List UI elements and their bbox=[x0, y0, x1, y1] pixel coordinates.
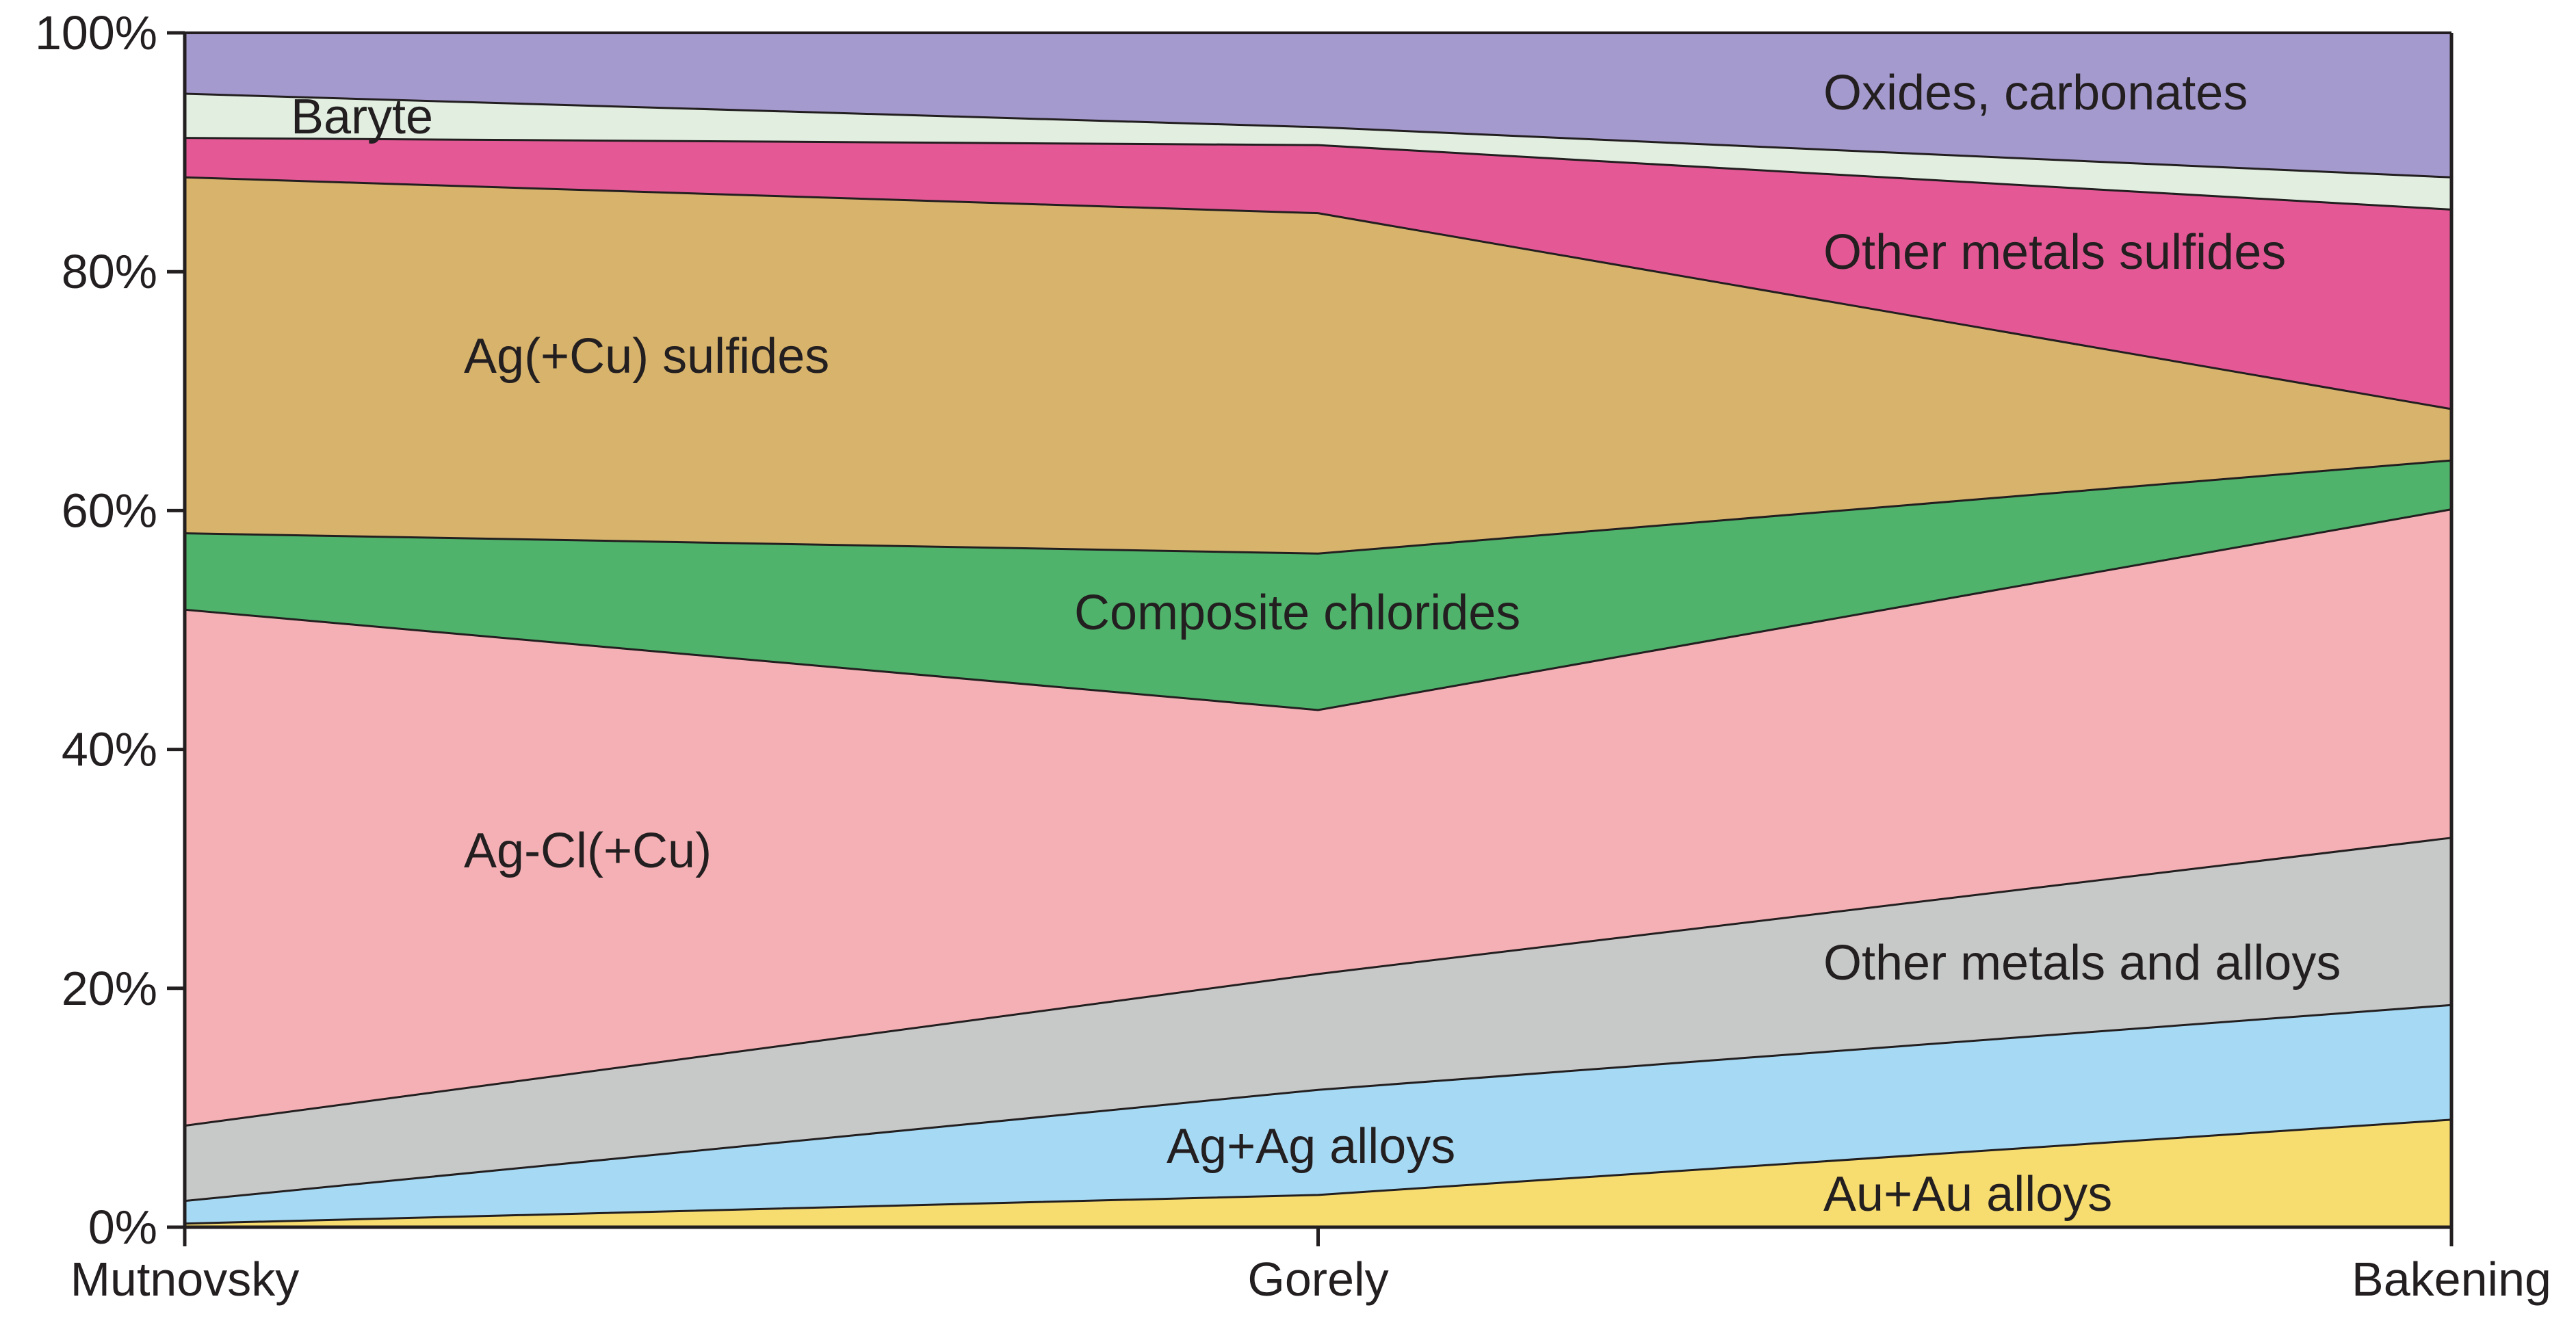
label-oxides-carbonates: Oxides, carbonates bbox=[1823, 66, 2248, 120]
label-ag-cu-sulfides: Ag(+Cu) sulfides bbox=[464, 329, 829, 384]
label-composite-chlorides: Composite chlorides bbox=[1074, 586, 1520, 640]
y-tick-label: 40% bbox=[62, 723, 157, 776]
axes: 0% 20% 40% 60% 80% 100% Mutnovsky Gorely Bakenin… bbox=[35, 6, 2551, 1306]
label-baryte: Baryte bbox=[291, 90, 433, 144]
x-tick-label-gorely: Gorely bbox=[1247, 1252, 1388, 1306]
y-tick-label: 20% bbox=[62, 962, 157, 1015]
y-tick-label: 80% bbox=[62, 245, 157, 298]
label-ag-ag-alloys: Ag+Ag alloys bbox=[1167, 1119, 1455, 1174]
y-tick-label: 100% bbox=[35, 6, 157, 60]
boundary-baryte bbox=[184, 92, 2452, 179]
area-au-au-alloys bbox=[185, 1119, 2451, 1227]
label-ag-cl-cu: Ag-Cl(+Cu) bbox=[464, 824, 712, 878]
area-oxides-carbonates bbox=[185, 33, 2451, 178]
area-baryte bbox=[185, 94, 2451, 210]
area-other-metals-sulfides bbox=[185, 137, 2451, 409]
boundary-au-au-alloys bbox=[184, 1118, 2452, 1225]
area-other-metals-and-alloys bbox=[185, 837, 2451, 1201]
area-ag-ag-alloys bbox=[185, 1005, 2451, 1224]
boundary-other-metals-and-alloys bbox=[184, 837, 2452, 1127]
x-tick-label-mutnovsky: Mutnovsky bbox=[70, 1252, 300, 1306]
boundary-ag-cl-cu bbox=[184, 508, 2452, 711]
boundary-ag-cu-sulfides bbox=[184, 176, 2452, 410]
boundary-ag-ag-alloys bbox=[184, 1004, 2452, 1203]
area-ag-cu-sulfides bbox=[185, 177, 2451, 554]
label-other-metals-and-alloys: Other metals and alloys bbox=[1823, 936, 2341, 991]
boundary-other-metals-sulfides bbox=[184, 137, 2452, 211]
label-au-au-alloys: Au+Au alloys bbox=[1823, 1167, 2112, 1222]
y-tick-label: 0% bbox=[88, 1201, 157, 1254]
area-labels: Au+Au alloys Ag+Ag alloys Other metals and… bbox=[291, 66, 2341, 1222]
x-tick-label-bakening: Bakening bbox=[2352, 1252, 2551, 1306]
area-composite-chlorides bbox=[185, 460, 2451, 710]
area-ag-cl-cu bbox=[185, 509, 2451, 1126]
area-layers bbox=[184, 31, 2452, 1227]
boundary-composite-chlorides bbox=[184, 459, 2452, 555]
label-other-metals-sulfides: Other metals sulfides bbox=[1823, 225, 2286, 280]
y-tick-label: 60% bbox=[62, 484, 157, 537]
